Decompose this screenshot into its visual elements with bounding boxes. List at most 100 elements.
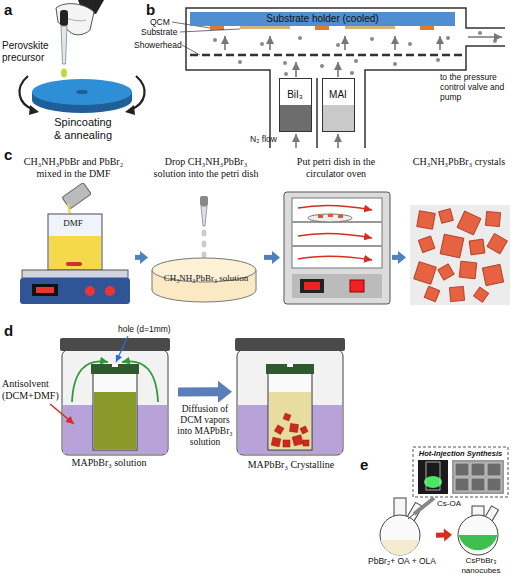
diffusion-jar	[300, 426, 308, 434]
flow-arrow	[344, 36, 346, 50]
inset-photo	[471, 478, 485, 491]
source-crucible: BiI₃	[279, 78, 312, 132]
crystal-photo	[414, 209, 508, 303]
part-name: Substrate	[141, 27, 186, 37]
inset-title: Hot-Injection Synthesis	[415, 449, 506, 458]
hotplate-stirrer	[20, 270, 130, 304]
crystal-photo	[438, 264, 454, 280]
pipette	[200, 196, 208, 206]
panel-letter: c	[4, 146, 20, 164]
annotation: to the pressure control valve and pump	[440, 72, 520, 102]
inset-photo	[455, 463, 501, 491]
reaction-flask: PbBr₂+ OA + OLA	[368, 470, 436, 577]
gloved-hand-dropper	[60, 10, 68, 26]
part-name: Showerhead	[134, 40, 186, 50]
inset-photo	[418, 460, 448, 494]
round-bottom-flask	[380, 515, 420, 555]
substrate-holder: Substrate holder (cooled)	[190, 12, 455, 26]
process-step: Drop CH₃NH₃PbBr₃ solution into the petri…	[148, 156, 264, 308]
round-bottom-flask	[459, 535, 498, 550]
leader-line	[180, 29, 240, 32]
diffusion-jar	[235, 338, 345, 455]
node-text: MAPbBr₃ Crystalline	[232, 459, 350, 471]
circulator-oven	[298, 233, 372, 238]
vapor-dots	[370, 37, 374, 41]
annotation: Cs-OA	[437, 499, 469, 509]
diffusion-jar	[112, 364, 118, 367]
circulator-oven	[300, 279, 324, 293]
inset-photo	[487, 478, 501, 491]
inset-photo	[452, 460, 504, 494]
petri-dish	[256, 270, 257, 290]
circulator-oven	[318, 215, 323, 218]
leader-line	[172, 22, 240, 55]
vapor-dots	[478, 31, 482, 35]
syringe	[408, 498, 434, 519]
vapor-dots	[213, 31, 497, 76]
diffusion-jar	[266, 364, 314, 374]
inner-label: CH₃NH₃PbBr₃ solution	[152, 273, 260, 284]
circulator-oven	[350, 280, 364, 292]
process-step: CH₃NH₃PbBr₃ crystals	[406, 156, 512, 308]
node-text: PbBr₂+ OA + OLA	[364, 556, 440, 566]
diffusion-jar	[268, 372, 312, 450]
arrow-head	[272, 251, 280, 264]
vapor-dots	[408, 42, 412, 46]
panel-letter: b	[146, 1, 162, 19]
crystal-photo	[482, 264, 503, 285]
circulator-oven	[304, 282, 320, 290]
crystal-photo	[418, 236, 435, 253]
reaction-flask: CsPbBr₃ nanocubes	[452, 500, 516, 577]
panel-letter: e	[360, 456, 376, 474]
flow-arrow	[269, 36, 271, 50]
circulator-oven	[292, 274, 382, 298]
hotplate-stirrer	[36, 287, 54, 293]
qcm-substrate	[345, 26, 395, 29]
arrow-shaft	[436, 532, 445, 537]
process-arrow	[135, 251, 148, 264]
diffusion-jar	[269, 392, 311, 449]
arrow-head	[444, 528, 452, 541]
qcm-substrate	[210, 26, 224, 30]
crystal-photo	[424, 286, 440, 302]
crystal-photo	[457, 211, 481, 235]
diffusion-jar	[271, 413, 309, 447]
rotation-arrow	[29, 105, 39, 115]
round-bottom-flask	[381, 540, 420, 555]
pipette	[202, 230, 207, 237]
circulator-oven	[328, 214, 333, 217]
edge-label: Diffusion of DCM vapors into MAPbBr₃ sol…	[175, 404, 235, 448]
qcm-substrate	[420, 26, 434, 30]
rotation-arrow	[125, 105, 135, 115]
beaker	[48, 214, 102, 270]
crystal-photo	[449, 286, 464, 301]
part-name: QCM	[150, 17, 180, 27]
round-bottom-flask	[380, 498, 422, 555]
syringe	[408, 514, 414, 519]
panel-letter: a	[4, 1, 20, 19]
inset-photo	[413, 447, 508, 497]
process-arrow	[392, 251, 406, 264]
inset-photo	[455, 463, 469, 476]
node-text: Drop CH₃NH₃PbBr₃ solution into the petri…	[148, 156, 264, 180]
annotation: Perovskite precursor	[2, 40, 60, 64]
diffusion-jar	[60, 338, 170, 455]
solvent-bottle	[62, 183, 91, 209]
process-step: CH₃NH₃PbBr and PbBr₂ mixed in the DMFDMF	[12, 156, 135, 308]
annotation: Antisolvent (DCM+DMF)	[2, 378, 60, 402]
qcm-substrate	[210, 26, 434, 30]
arrow-shaft	[178, 387, 219, 396]
hotplate-stirrer	[105, 286, 115, 296]
diffusion-jar	[271, 437, 280, 446]
node-text: CH₃NH₃PbBr and PbBr₂ mixed in the DMF	[12, 156, 135, 180]
crystal-photo	[439, 209, 454, 224]
vapor-dots	[320, 64, 324, 68]
flow-arrow	[295, 62, 297, 77]
circulator-oven	[292, 198, 382, 268]
rotation-arrow	[19, 76, 34, 110]
diffusion-jar	[274, 425, 284, 435]
pointer-arrow	[50, 404, 74, 424]
gloved-hand-dropper	[56, 0, 104, 78]
flow-arrow	[337, 62, 339, 77]
